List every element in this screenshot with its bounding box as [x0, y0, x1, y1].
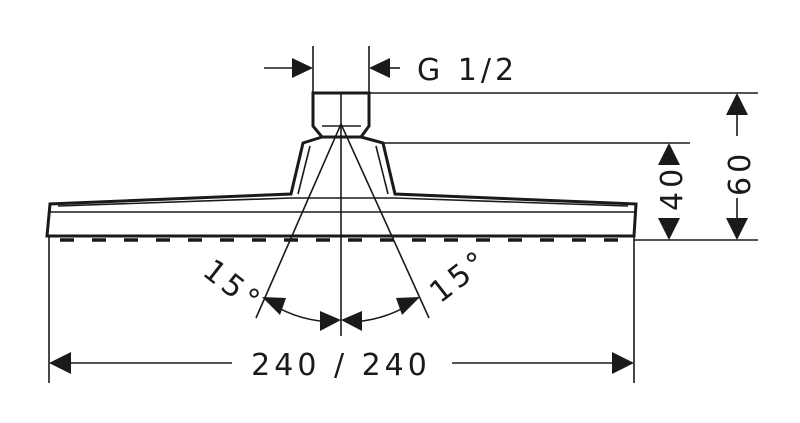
spray-angle-lines: [255, 93, 430, 336]
height-dimensions: 60 40: [369, 92, 758, 241]
thread-dimension: G 1/2: [264, 46, 518, 93]
width-dimension: 240 / 240: [48, 236, 635, 383]
angle-right-label: 15°: [423, 243, 496, 311]
width-label: 240 / 240: [251, 348, 431, 383]
height-total-label: 60: [723, 150, 758, 196]
thread-label: G 1/2: [417, 53, 518, 88]
height-body-label: 40: [655, 165, 690, 211]
angle-left-label: 15°: [196, 253, 269, 321]
